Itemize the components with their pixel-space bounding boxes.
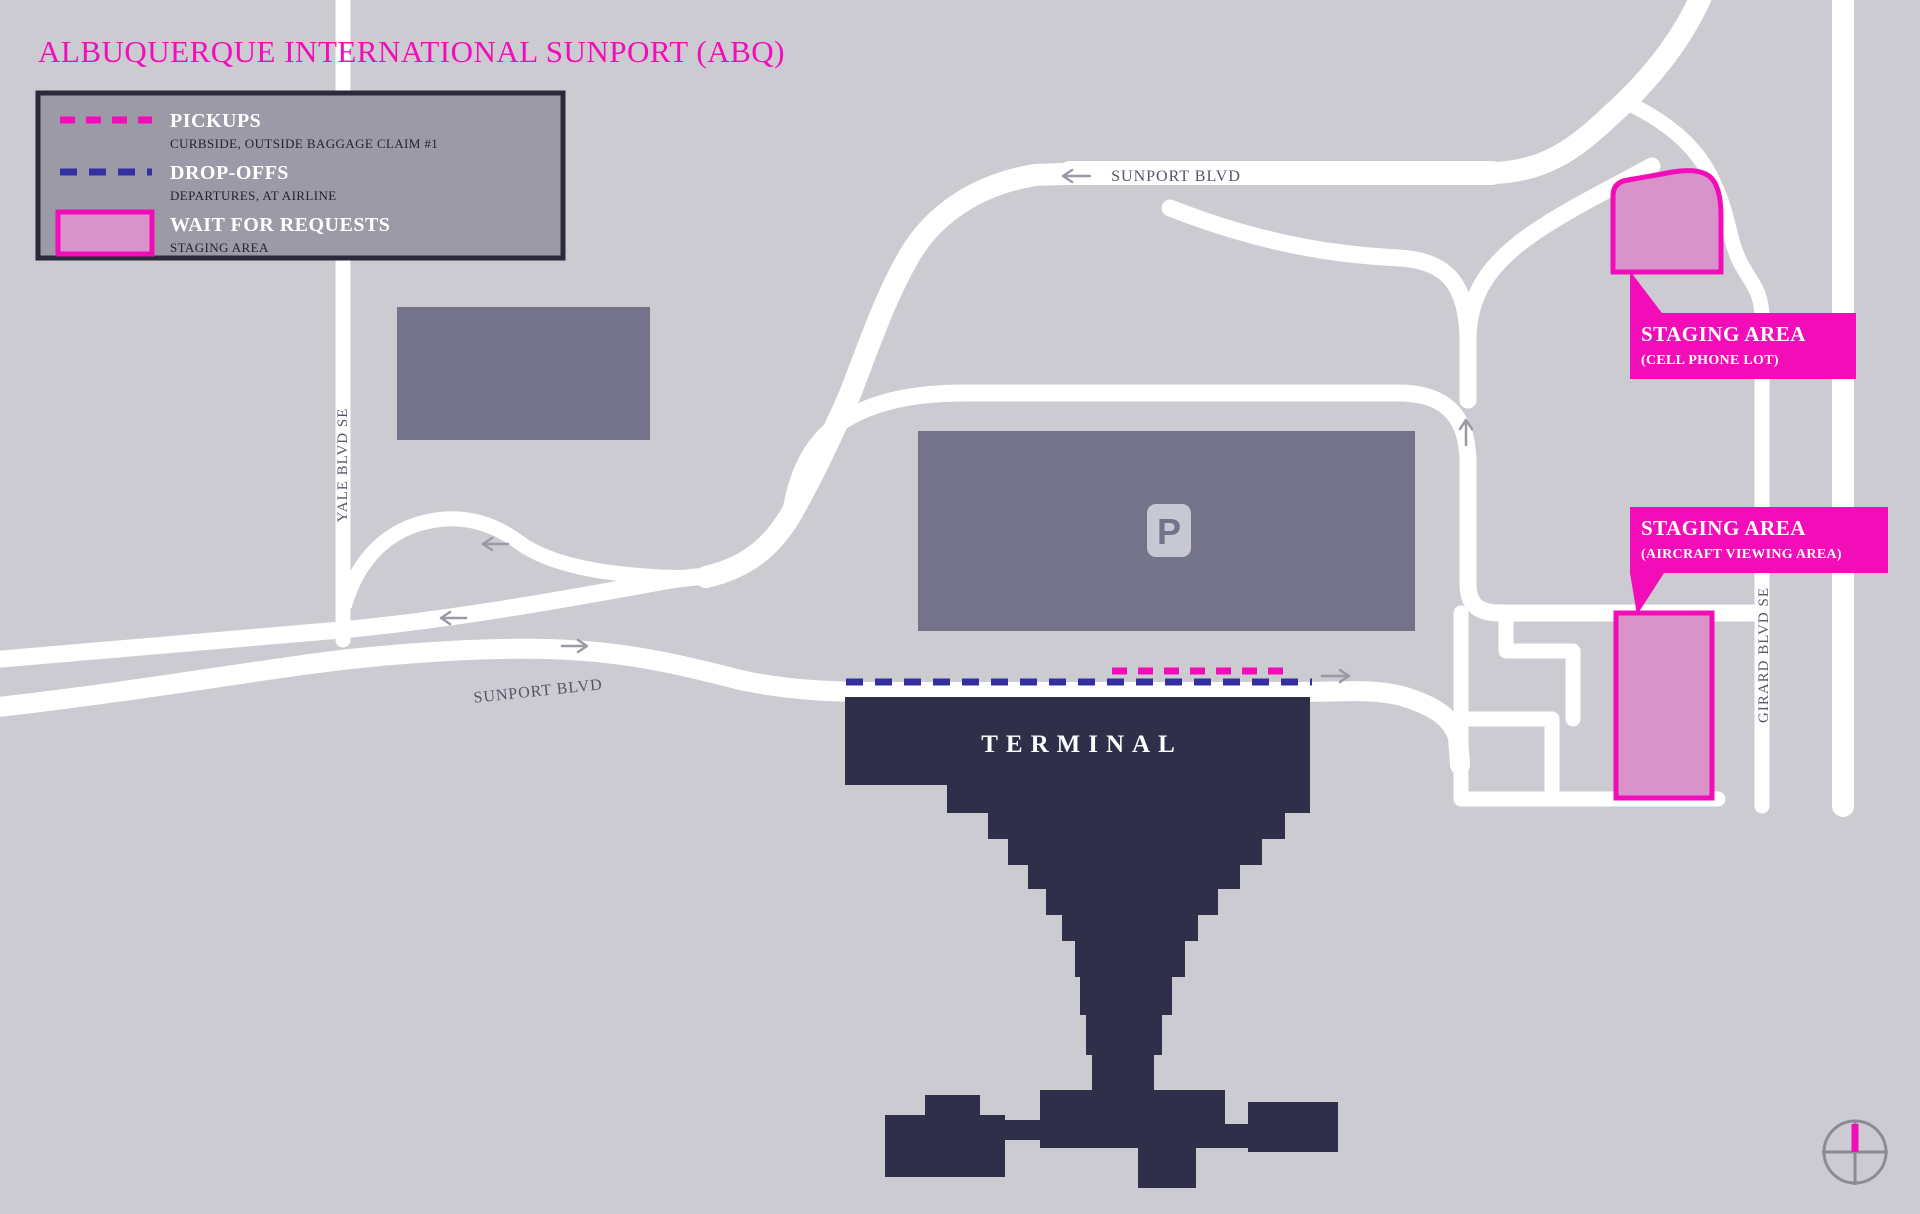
callout-box — [1630, 313, 1856, 379]
road-network — [0, 0, 1854, 817]
road-se-serpentine — [1498, 605, 1581, 727]
page-title: ALBUQUERQUE INTERNATIONAL SUNPORT (ABQ) — [38, 34, 785, 69]
staging-lot-aircraft-viewing — [1613, 610, 1715, 801]
legend-sublabel: STAGING AREA — [170, 240, 269, 255]
parking-icon-letter: P — [1157, 511, 1181, 552]
road-northeast-curve — [1481, 0, 1712, 184]
road-label-sunport-top: SUNPORT BLVD — [1111, 168, 1241, 185]
legend-sublabel: CURBSIDE, OUTSIDE BAGGAGE CLAIM #1 — [170, 136, 438, 151]
terminal-label: TERMINAL — [981, 731, 1183, 758]
arrow-left-icon — [439, 610, 468, 626]
legend-label: PICKUPS — [170, 110, 261, 132]
callout-subtitle: (CELL PHONE LOT) — [1641, 353, 1779, 368]
callout-title: STAGING AREA — [1641, 322, 1806, 346]
legend-item-pickups: PICKUPS CURBSIDE, OUTSIDE BAGGAGE CLAIM … — [60, 110, 438, 151]
building-block — [397, 307, 650, 440]
road-diagonal-upper — [0, 567, 717, 668]
legend: PICKUPS CURBSIDE, OUTSIDE BAGGAGE CLAIM … — [35, 90, 566, 261]
legend-item-wait-for-requests: WAIT FOR REQUESTS STAGING AREA — [55, 209, 390, 257]
callout-box — [1630, 507, 1888, 573]
road-label-girard: GIRARD BLVD SE — [1756, 587, 1772, 723]
terminal-building — [845, 697, 1338, 1188]
arrow-up-icon — [1458, 418, 1474, 447]
arrow-left-icon — [481, 536, 510, 552]
callout-cell-phone-lot: STAGING AREA (CELL PHONE LOT) — [1630, 271, 1856, 379]
arrow-left-icon — [1061, 168, 1092, 184]
legend-item-dropoffs: DROP-OFFS DEPARTURES, AT AIRLINE — [60, 162, 337, 203]
legend-sublabel: DEPARTURES, AT AIRLINE — [170, 188, 337, 203]
compass-icon — [1822, 1119, 1888, 1185]
callout-subtitle: (AIRCRAFT VIEWING AREA) — [1641, 547, 1842, 562]
legend-label: DROP-OFFS — [170, 162, 289, 184]
arrow-right-icon — [560, 638, 589, 654]
arrow-right-icon — [1320, 668, 1351, 684]
callout-aircraft-viewing: STAGING AREA (AIRCRAFT VIEWING AREA) — [1630, 507, 1888, 615]
road-terminal-loop-west — [695, 162, 1103, 588]
road-label-yale: YALE BLVD SE — [335, 408, 351, 523]
road-return-loop — [337, 511, 714, 612]
road-inbound-branch — [1161, 199, 1477, 409]
staging-lot-cell-phone — [1610, 168, 1724, 275]
traffic-arrows — [439, 168, 1474, 684]
road-sunport-blvd-west — [0, 638, 1470, 775]
callout-pointer — [1630, 271, 1662, 313]
road-parking-loop — [783, 384, 1769, 622]
callout-pointer — [1630, 573, 1664, 615]
legend-label: WAIT FOR REQUESTS — [170, 214, 390, 236]
staging-area-swatch-icon — [55, 209, 155, 257]
road-girard-blvd — [1622, 96, 1770, 814]
parking-icon — [1147, 504, 1191, 557]
callout-title: STAGING AREA — [1641, 516, 1806, 540]
